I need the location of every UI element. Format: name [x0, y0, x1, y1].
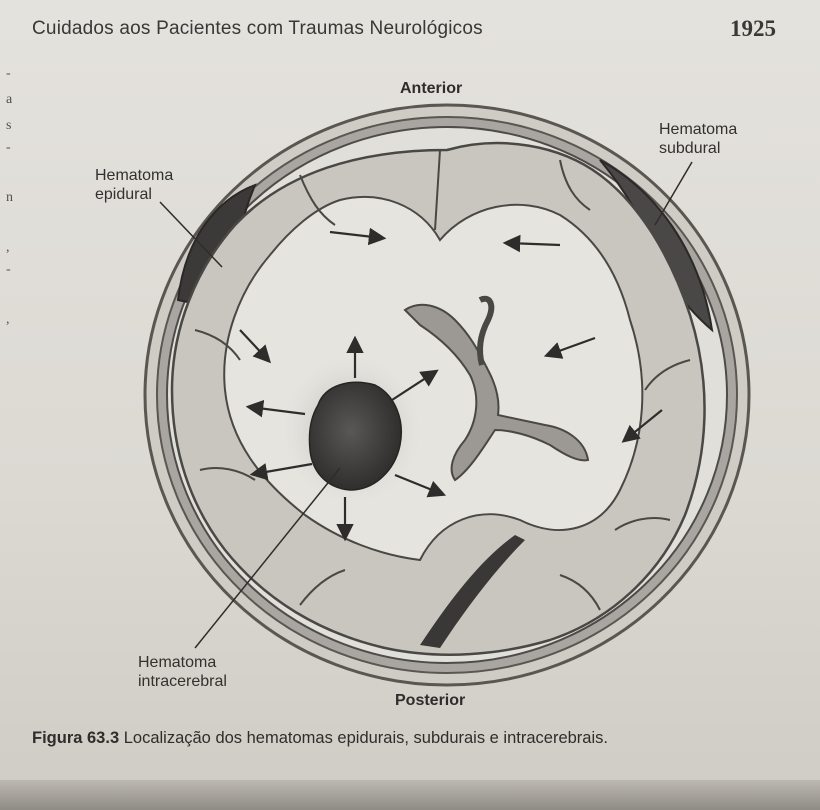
label-intracerebral-line1: Hematoma	[138, 653, 227, 672]
label-anterior: Anterior	[400, 80, 462, 98]
label-subdural: Hematoma subdural	[659, 120, 737, 158]
caption-label: Figura 63.3	[32, 729, 119, 747]
label-epidural: Hematoma epidural	[95, 166, 173, 204]
label-intracerebral: Hematoma intracerebral	[138, 653, 227, 691]
caption-text: Localização dos hematomas epidurais, sub…	[124, 729, 608, 747]
label-epidural-line2: epidural	[95, 185, 173, 204]
label-subdural-line1: Hematoma	[659, 120, 737, 139]
label-intracerebral-line2: intracerebral	[138, 672, 227, 691]
label-subdural-line2: subdural	[659, 139, 737, 158]
label-epidural-line1: Hematoma	[95, 166, 173, 185]
figure-caption: Figura 63.3 Localização dos hematomas ep…	[32, 728, 812, 748]
label-posterior: Posterior	[395, 692, 465, 710]
